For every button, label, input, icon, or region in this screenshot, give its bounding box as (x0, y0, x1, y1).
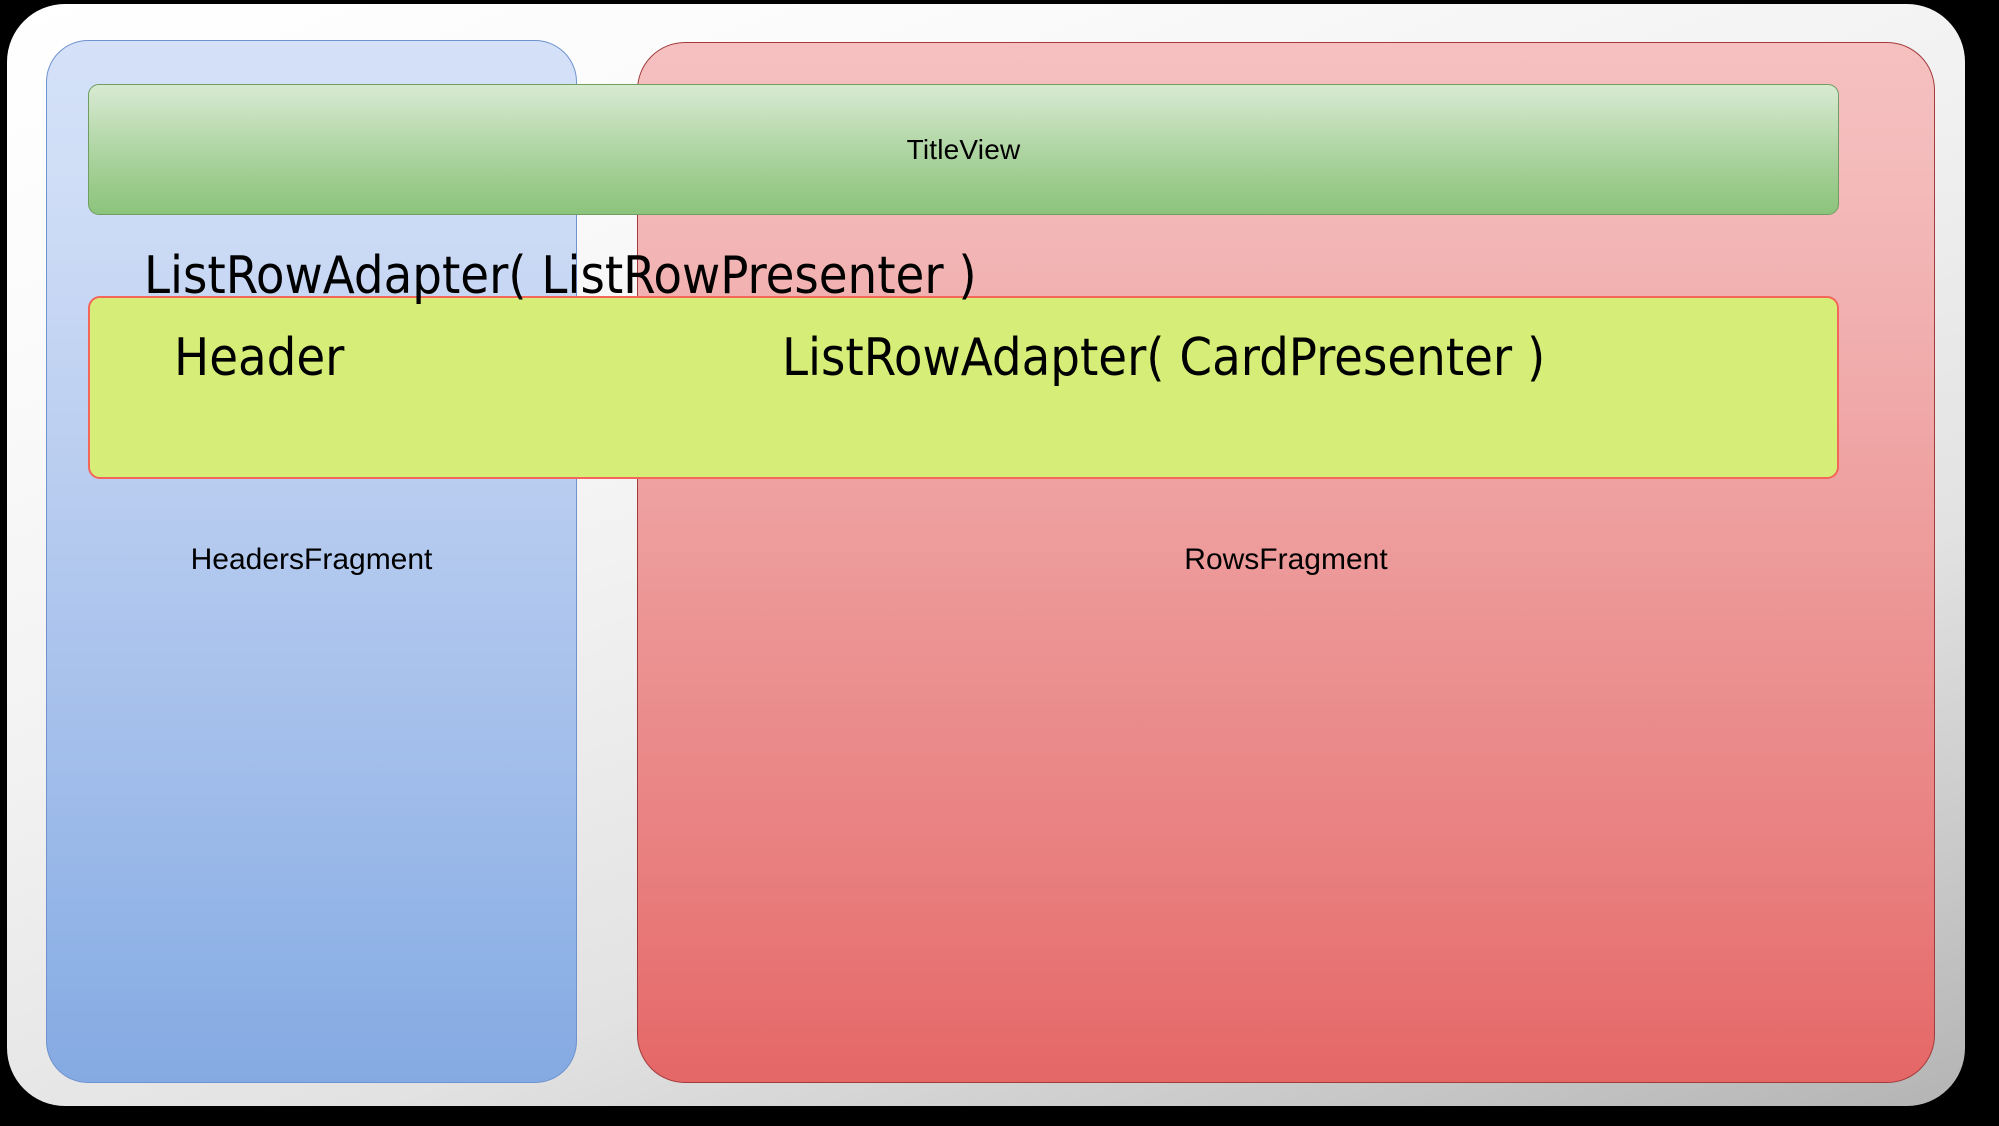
list-row-adapter-title: ListRowAdapter( ListRowPresenter ) (144, 246, 977, 306)
title-view-bar: TitleView (88, 84, 1839, 215)
title-view-label: TitleView (906, 133, 1021, 165)
list-row-adapter-box (88, 296, 1839, 479)
headers-fragment-label: HeadersFragment (190, 543, 433, 576)
header-label: Header (174, 328, 345, 388)
rows-fragment-panel (637, 42, 1935, 1083)
rows-fragment-label: RowsFragment (1184, 543, 1388, 576)
card-presenter-adapter-label: ListRowAdapter( CardPresenter ) (782, 328, 1546, 388)
